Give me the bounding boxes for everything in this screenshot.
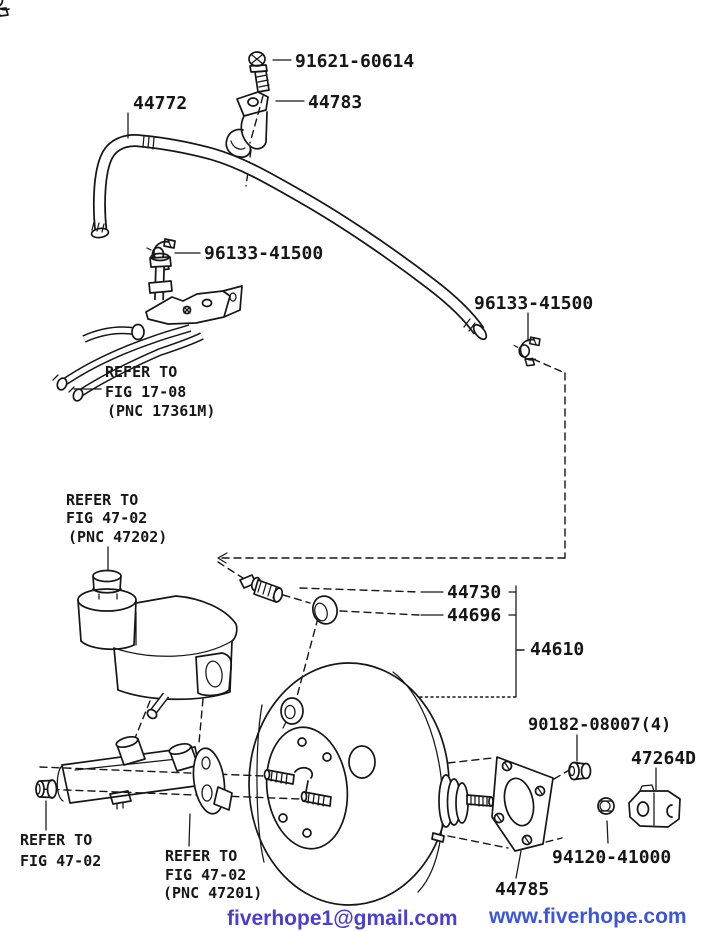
- footer-email-link[interactable]: fiverhope1@gmail.com: [227, 907, 458, 930]
- footer: fiverhope1@gmail.com www.fiverhope.com: [227, 905, 687, 930]
- hose-bracket-drawing: [225, 91, 269, 158]
- reference-notes: REFER TO FIG 17-08 (PNC 17361M) REFER TO…: [20, 363, 262, 902]
- flange-nut-drawing: [568, 761, 592, 781]
- part-label-gasket: 44785: [495, 879, 549, 900]
- part-label-union: 44730: [447, 582, 501, 603]
- master-cylinder-drawing: [56, 735, 233, 815]
- hose-clamp-upper: [0, 0, 10, 17]
- ref-fig4702-left-line2: FIG 47-02: [20, 852, 101, 870]
- part-label-clamp-block: 47264D: [631, 748, 696, 769]
- ref-fig4702-upper-line1: REFER TO: [66, 491, 138, 509]
- gasket-drawing: [491, 756, 554, 852]
- hose-clamp-lower-placed: [513, 336, 541, 367]
- part-label-nut: 94120-41000: [552, 847, 671, 868]
- ref-fig4702-lower-line1: REFER TO: [165, 847, 237, 865]
- plug-bolt-drawing: [35, 779, 58, 799]
- leader-lines: [45, 59, 657, 879]
- part-labels: 91621-60614 44772 44783 96133-41500 9613…: [133, 51, 696, 900]
- part-label-screw: 91621-60614: [295, 51, 414, 72]
- ref-fig4702-lower-line3: (PNC 47201): [163, 884, 262, 902]
- ref-fig4702-upper-line2: FIG 47-02: [66, 509, 147, 527]
- ref-fig4702-upper-line3: (PNC 47202): [68, 528, 167, 546]
- footer-website-link[interactable]: www.fiverhope.com: [488, 905, 687, 928]
- ref-fig17-line3: (PNC 17361M): [107, 402, 215, 420]
- screw-drawing: [248, 51, 270, 93]
- union-fitting-drawing: [239, 574, 284, 603]
- part-label-grommet: 44696: [447, 605, 501, 626]
- part-label-clamp-lower: 96133-41500: [474, 293, 593, 314]
- part-label-hose: 44772: [133, 93, 187, 114]
- part-label-booster: 44610: [530, 639, 584, 660]
- reservoir-drawing: [77, 569, 238, 720]
- ref-fig4702-lower-line2: FIG 47-02: [165, 866, 246, 884]
- hex-nut-drawing: [597, 797, 615, 815]
- part-label-clamp-upper: 96133-41500: [204, 243, 323, 264]
- dashed-assembly-lines: [39, 95, 572, 849]
- ref-fig17-line1: REFER TO: [105, 363, 177, 381]
- part-label-bracket: 44783: [308, 92, 362, 113]
- clamp-block-drawing: [628, 784, 681, 828]
- ref-fig4702-left-line1: REFER TO: [20, 831, 92, 849]
- grommet-drawing: [312, 595, 338, 625]
- booster-drawing: [248, 662, 494, 906]
- pipe-assembly-drawing: [52, 252, 243, 402]
- part-label-nut-set: 90182-08007(4): [528, 715, 671, 735]
- vacuum-hose-drawing: [90, 134, 488, 341]
- ref-fig17-line2: FIG 17-08: [105, 383, 186, 401]
